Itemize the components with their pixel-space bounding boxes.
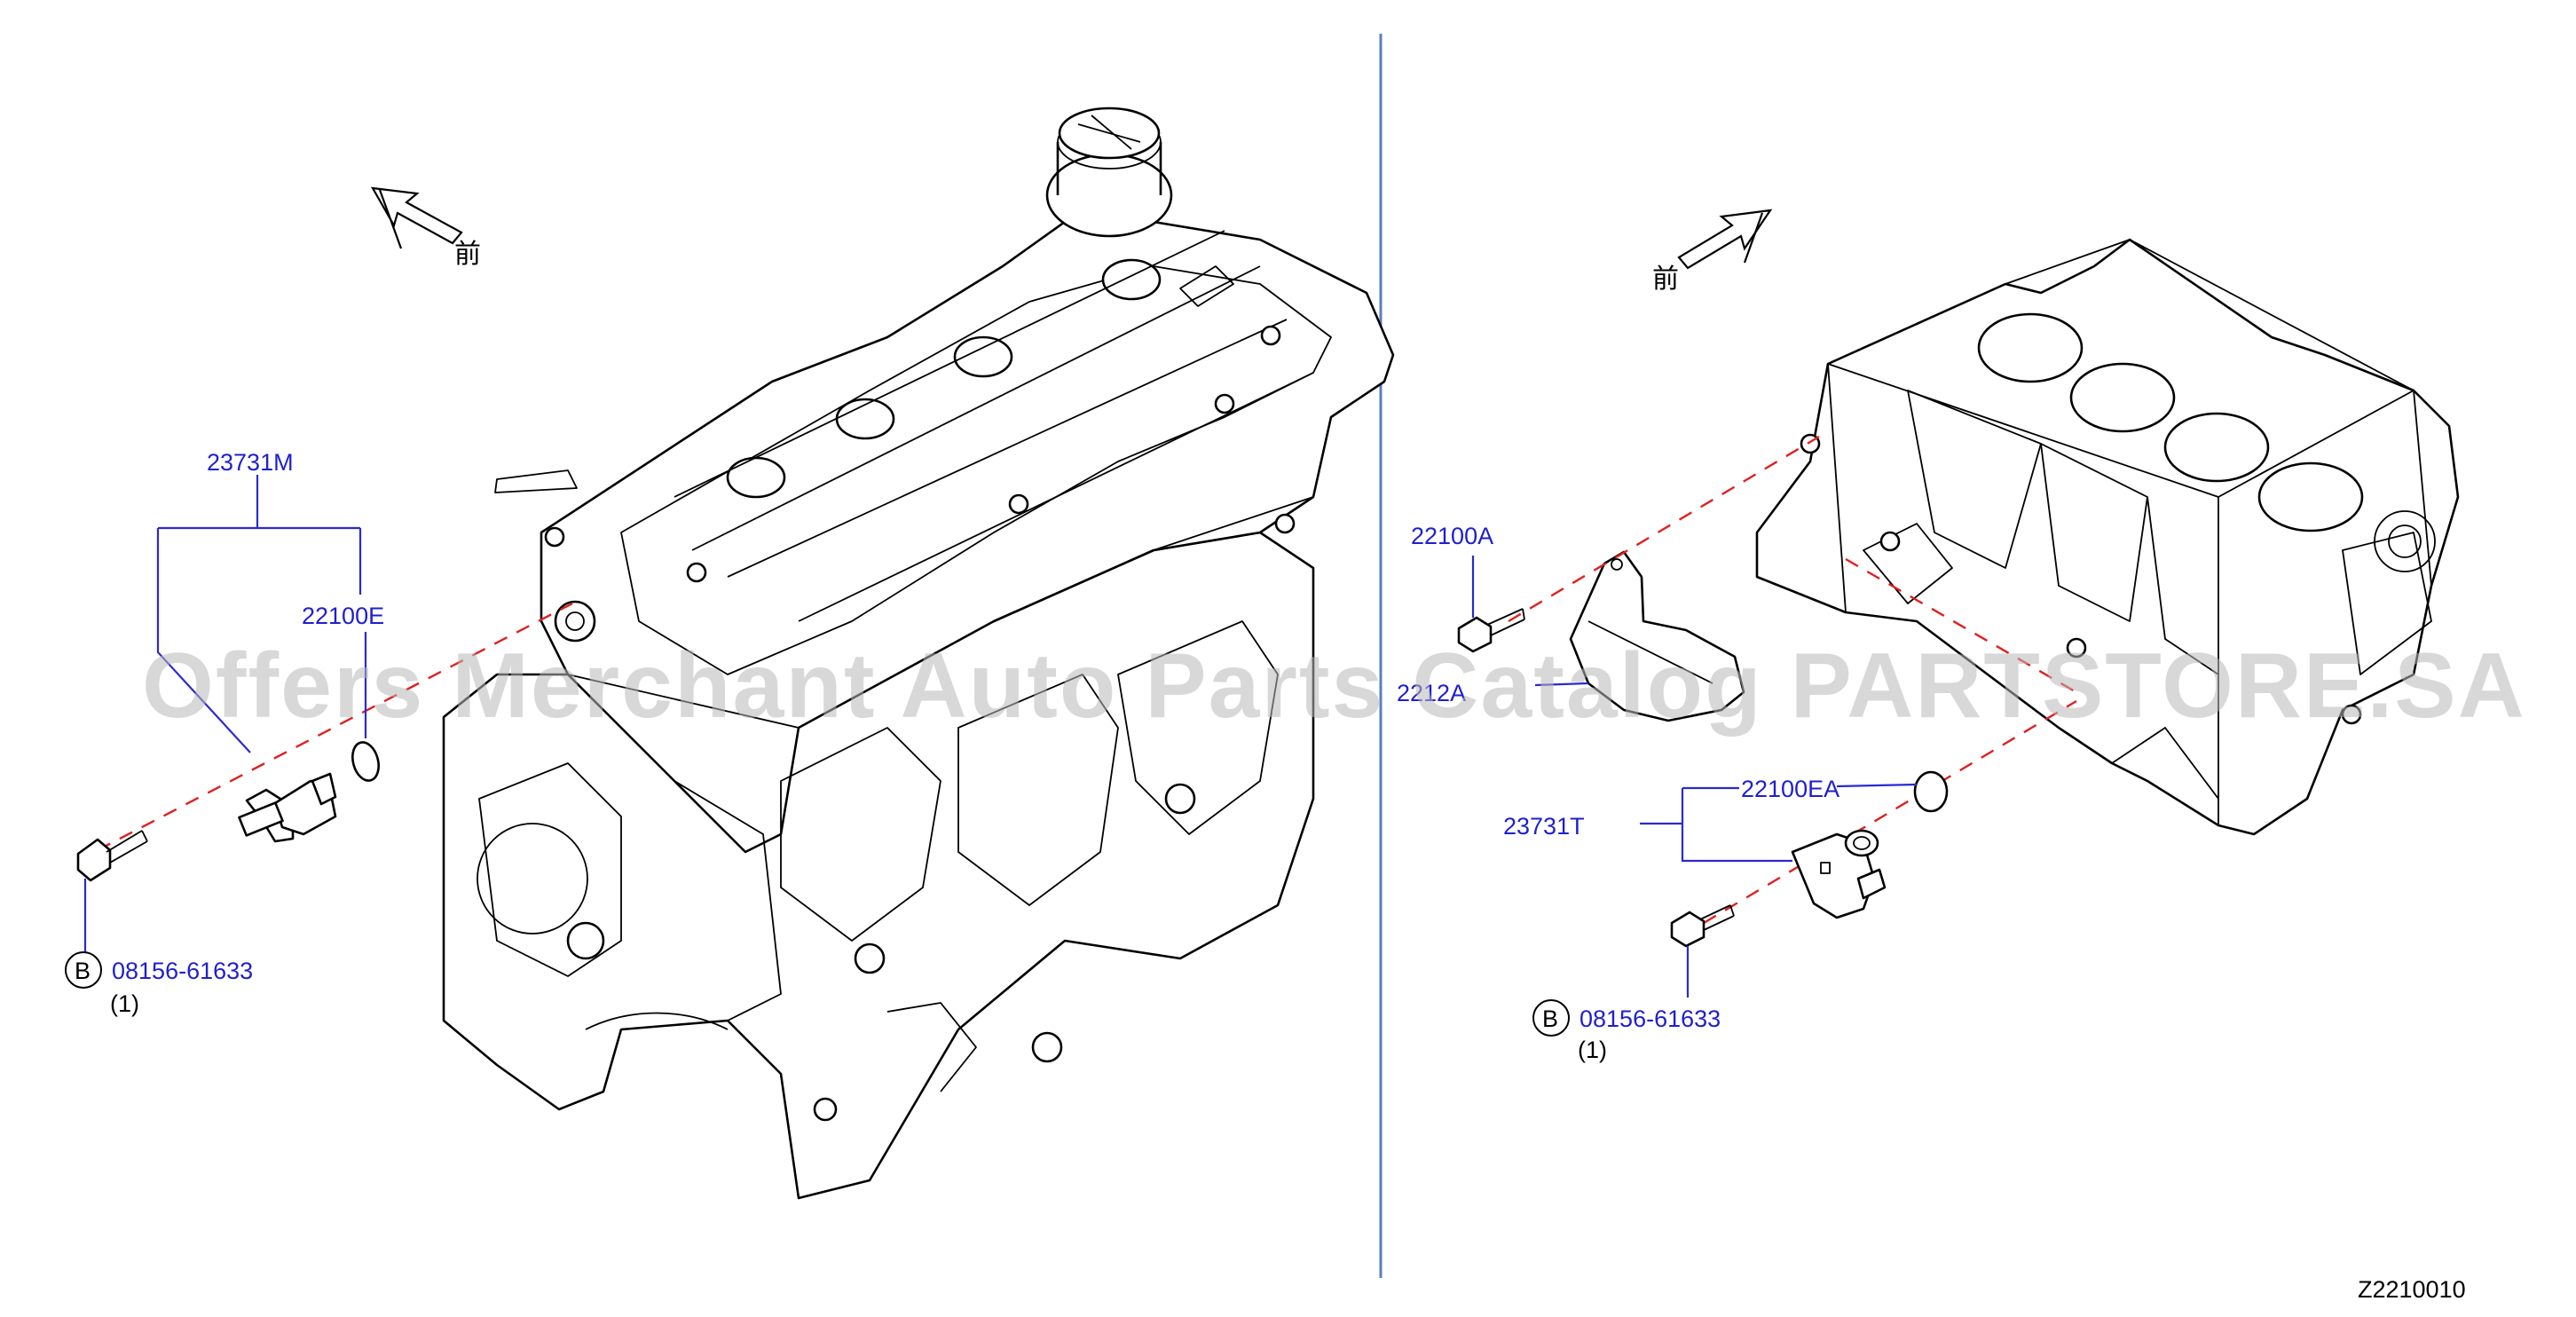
o-ring-right <box>1913 770 1949 813</box>
engine-assembly-illustration <box>442 106 1395 1200</box>
part-number-08156-61633-left[interactable]: 08156-61633 <box>112 958 253 984</box>
bolt-callout-right[interactable]: B 08156-61633 (1) <box>1532 999 1721 1063</box>
part-number-23731M[interactable]: 23731M <box>207 449 294 476</box>
part-number-2212A[interactable]: 2212A <box>1397 680 1466 706</box>
cylinder-bores <box>1977 312 2364 532</box>
bolt-marker-right: B <box>1542 1005 1558 1032</box>
part-number-23731T[interactable]: 23731T <box>1503 813 1585 840</box>
leader-2212A <box>1534 682 1589 687</box>
leader-23731M <box>156 475 362 753</box>
front-label-right: 前 <box>1652 264 1679 295</box>
part-number-08156-61633-right[interactable]: 08156-61633 <box>1579 1005 1721 1032</box>
mounting-bolt-right <box>1670 904 1735 948</box>
diagram-code: Z2210010 <box>2358 1276 2466 1303</box>
leader-23731T <box>1640 786 1792 863</box>
front-direction-arrow-left: 前 <box>370 186 481 270</box>
bolt-quantity-right: (1) <box>1578 1037 1607 1063</box>
part-number-22100E[interactable]: 22100E <box>302 603 384 629</box>
watermark-text: Offers Merchant Auto Parts Catalog PARTS… <box>142 635 2526 737</box>
part-number-22100A[interactable]: 22100A <box>1411 523 1493 549</box>
camshaft-position-sensor-right <box>1791 829 1887 919</box>
part-number-22100EA[interactable]: 22100EA <box>1741 776 1839 802</box>
guide-line-upper-right <box>1508 435 1820 623</box>
cylinder-block-illustration <box>1755 238 2460 836</box>
leader-22100EA <box>1836 783 1918 788</box>
o-ring-left <box>351 741 380 782</box>
front-label-left: 前 <box>454 239 481 270</box>
mounting-bolt-a <box>1457 608 1525 653</box>
bolt-quantity-left: (1) <box>110 990 139 1017</box>
guide-line-lower-right <box>1703 699 2077 925</box>
mounting-bolt-left <box>76 830 148 882</box>
bolt-callout-left[interactable]: B 08156-61633 (1) <box>65 951 253 1017</box>
head-bolt-heads <box>544 325 1296 583</box>
bolt-marker-left: B <box>75 958 91 984</box>
camshaft-position-sensor-left <box>238 772 337 843</box>
front-direction-arrow-right: 前 <box>1652 209 1773 295</box>
guide-line-diagonal-right <box>1845 557 2077 694</box>
oil-filler-cap <box>1045 106 1173 238</box>
